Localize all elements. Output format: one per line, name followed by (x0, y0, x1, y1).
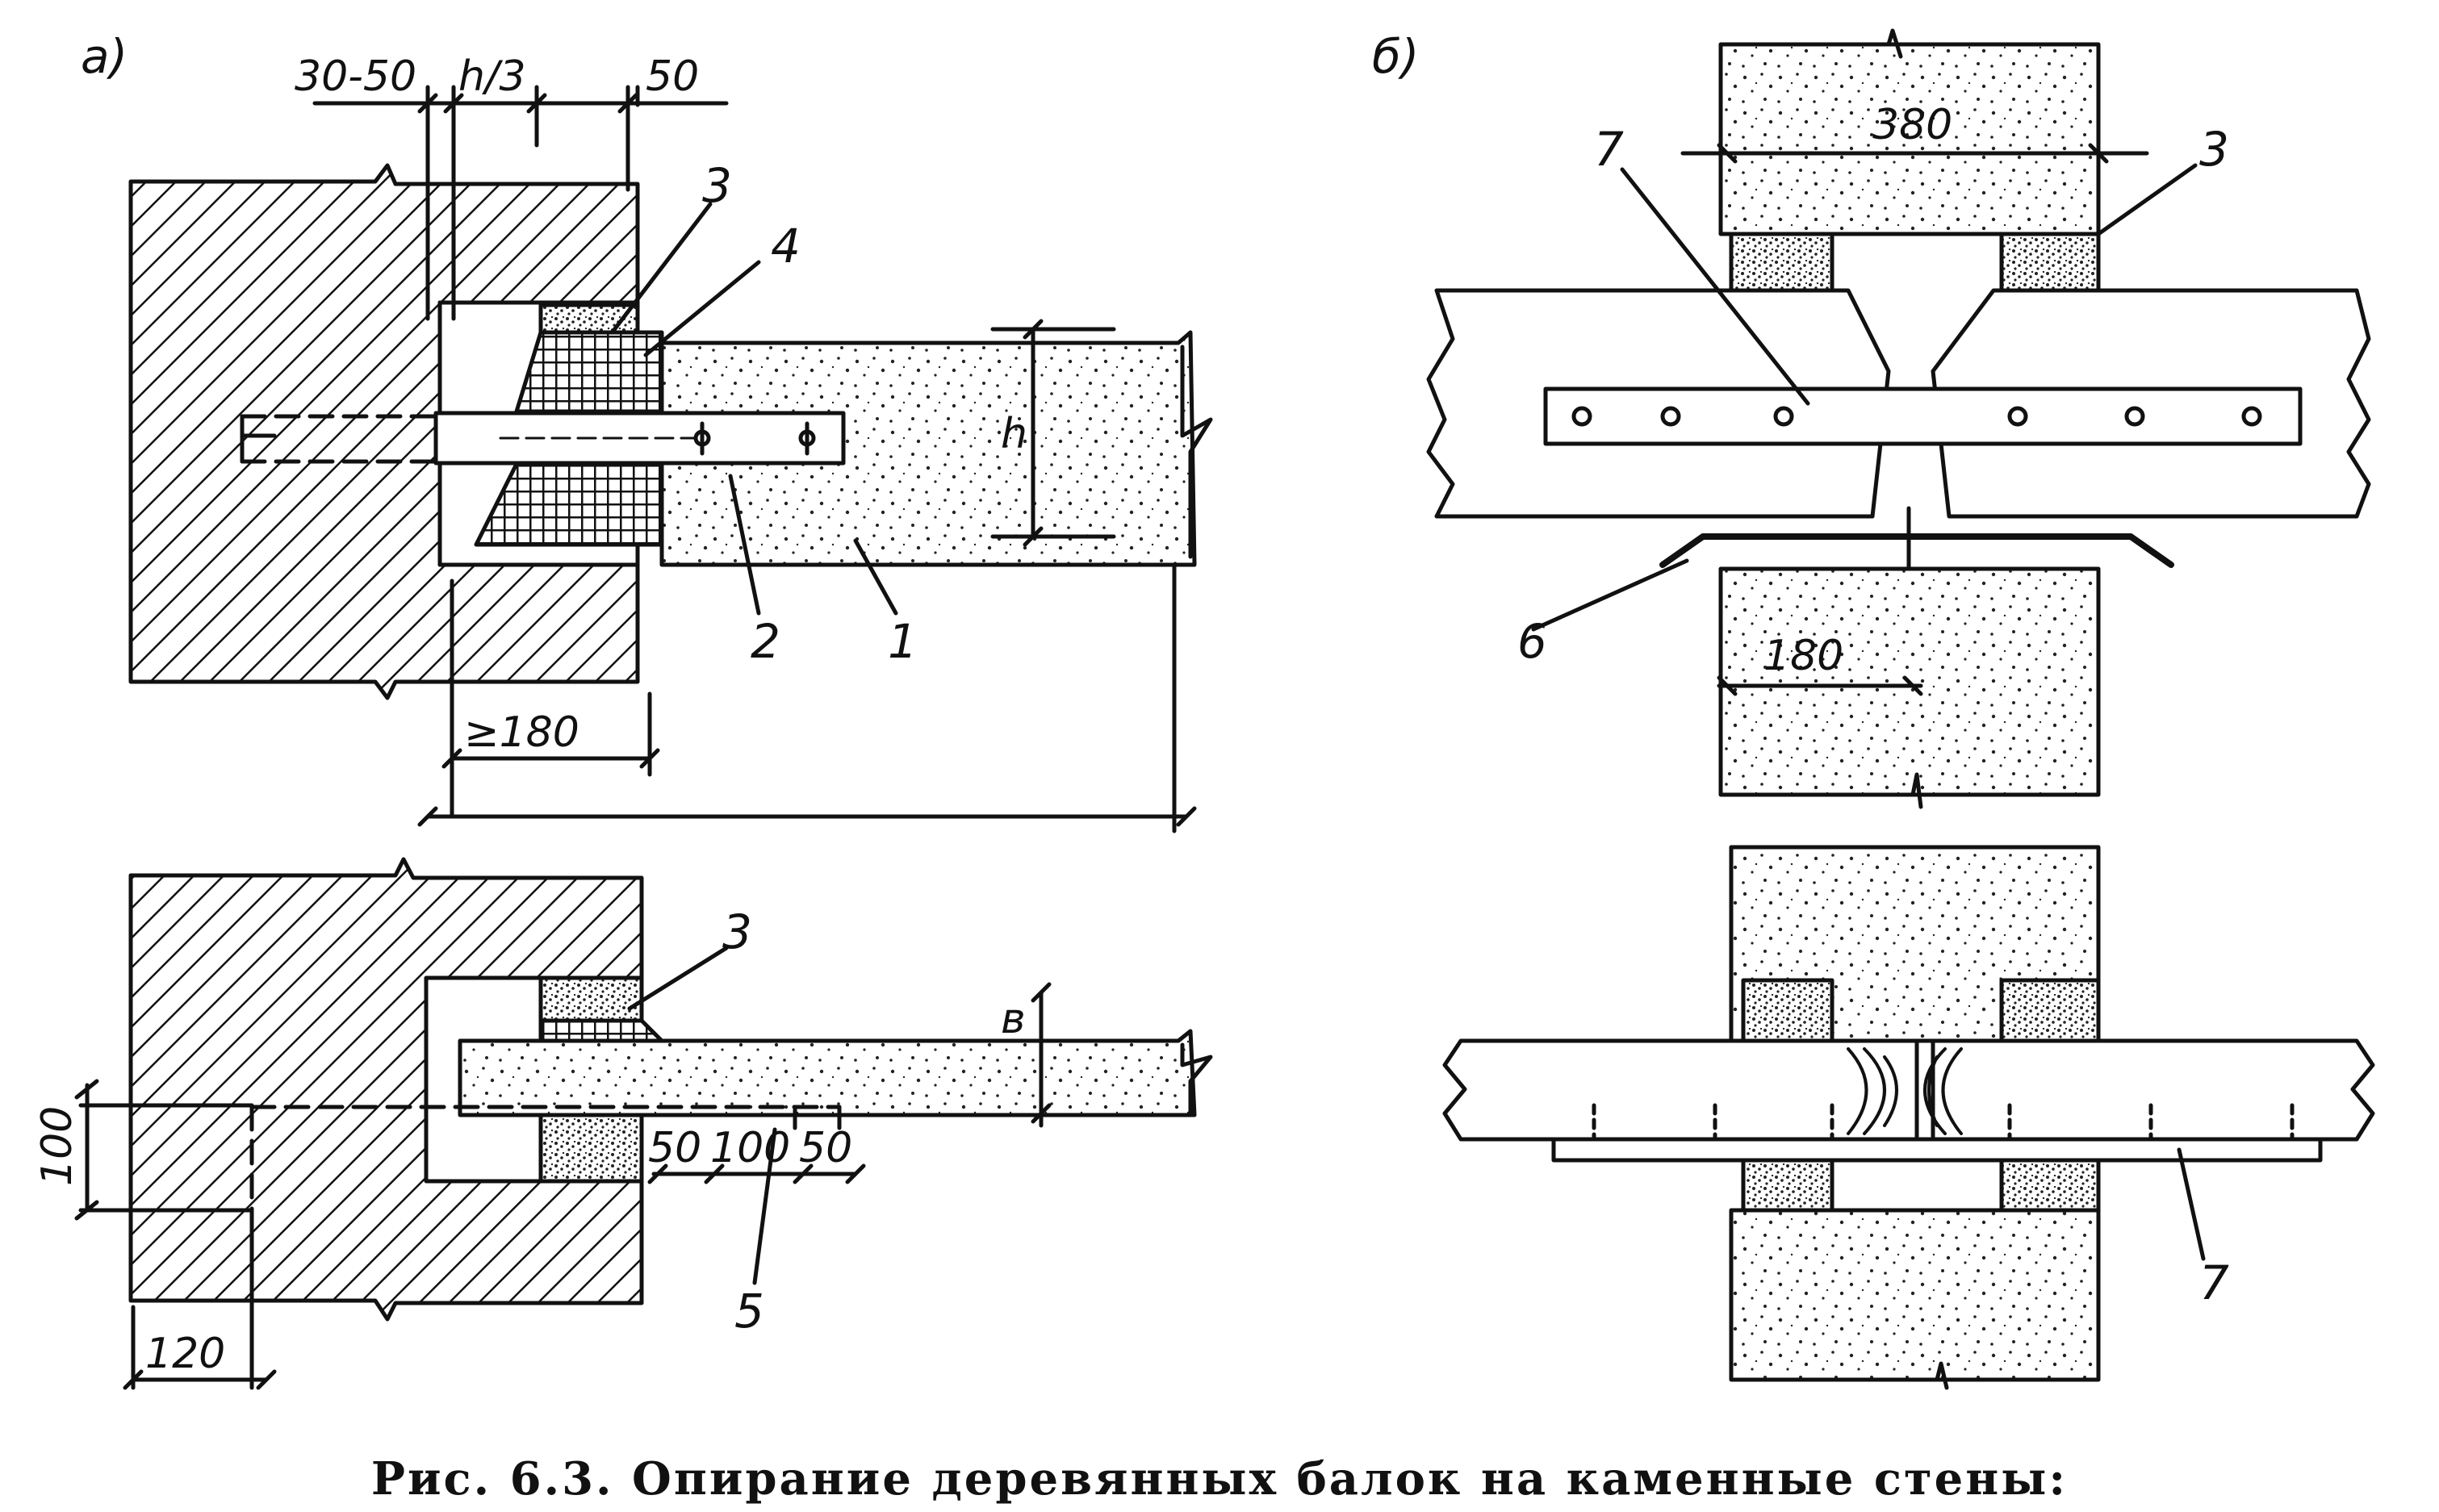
timber-beam-plan-left (1442, 1038, 1919, 1142)
waterproof-layer (1659, 533, 2174, 568)
dim-120: 120 (145, 1330, 225, 1378)
dim-line-bottom (647, 1163, 866, 1184)
dim-line-bearing (417, 562, 1197, 833)
panel-a-plan (74, 857, 1213, 1390)
steel-strap (1543, 386, 2303, 446)
figure-caption: Рис. 6.3. Опирание деревянных балок на к… (370, 1452, 2069, 1506)
brick-wall-plan-lower (1729, 1208, 2101, 1382)
wood-grain-left (1847, 1047, 1898, 1135)
dim-line-180 (441, 578, 660, 817)
dim-line-100-vertical (74, 1079, 254, 1221)
callout-leaders (611, 163, 2206, 1285)
callout-7-b: 7 (1594, 122, 1624, 177)
mortar-b-right (1999, 232, 2101, 293)
beam-break-line (1180, 345, 1213, 559)
steel-strap-plan (1551, 1137, 2323, 1163)
callout-3-b: 3 (2199, 122, 2229, 177)
dim-50-right: 50 (799, 1124, 852, 1172)
mortar-b-left (1729, 232, 1834, 293)
panel-b-elevation (1426, 28, 2371, 809)
mortar-b-plan-left (1741, 978, 1834, 1043)
panel-a-elevation (128, 85, 1213, 833)
callout-2: 2 (751, 614, 780, 669)
callout-5: 5 (734, 1284, 764, 1339)
panel-a-label: а) (81, 29, 128, 84)
mortar-plan-bottom (538, 1113, 644, 1184)
dim-100: 100 (710, 1124, 790, 1172)
dim-380: 380 (1872, 101, 1952, 149)
dim-180-b: 180 (1763, 632, 1843, 680)
masonry-wall-plan (128, 857, 644, 1322)
mortar-b-plan-right (1999, 978, 2101, 1043)
panel-b-plan (1442, 845, 2375, 1390)
dim-50-left: 50 (648, 1124, 701, 1172)
dim-100-vertical: 100 (33, 1106, 82, 1186)
dim-line-180-b (1717, 675, 1923, 696)
dim-line-h (990, 319, 1116, 547)
callout-7-b-sec: 7 (2199, 1255, 2229, 1310)
dim-min-180: ≥180 (464, 708, 579, 757)
callout-4: 4 (771, 219, 801, 274)
dim-h: h (1001, 410, 1027, 458)
mortar-b-plan-bottom-right (1999, 1158, 2101, 1213)
callout-1: 1 (888, 614, 918, 669)
tar-board-wedge-top (514, 330, 664, 414)
dim-30-50: 30-50 (295, 52, 416, 101)
dim-line-120 (123, 1208, 277, 1390)
dim-line-top (312, 85, 729, 321)
callout-3-a: 3 (702, 158, 732, 213)
callout-3-a-sec: 3 (722, 904, 752, 959)
panel-b-label: б) (1372, 29, 1419, 84)
dim-50-top: 50 (646, 52, 699, 101)
dim-line-b (1031, 982, 1052, 1128)
mortar-plan-top (538, 975, 644, 1023)
wood-grain-right (1923, 1047, 1963, 1135)
timber-beam-plan (458, 1029, 1197, 1117)
dim-h-third: h/3 (458, 52, 526, 101)
mortar-b-plan-bottom-left (1741, 1158, 1834, 1213)
dim-line-380 (1680, 143, 2149, 164)
callout-6: 6 (1517, 614, 1547, 669)
dim-b: в (1001, 995, 1026, 1043)
